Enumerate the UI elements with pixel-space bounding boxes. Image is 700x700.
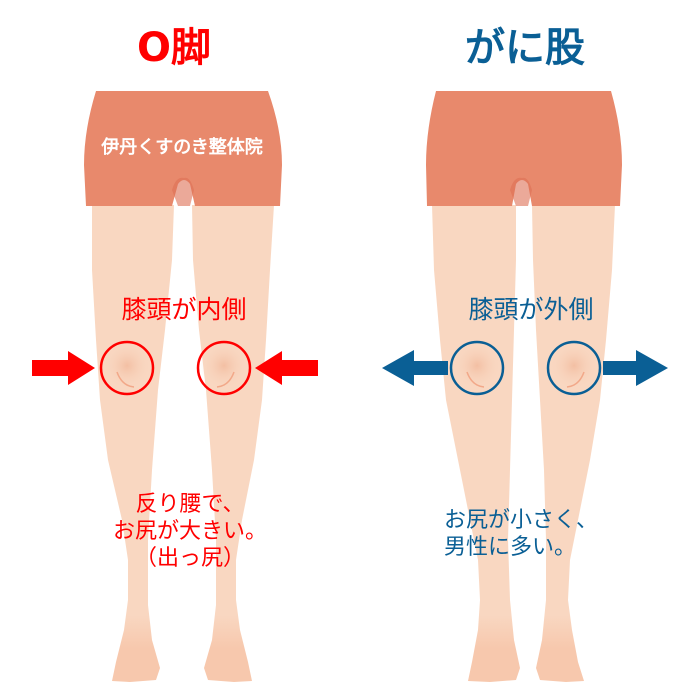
clinic-watermark: 伊丹くすのき整体院 — [101, 137, 263, 158]
left-figure-leg-left — [92, 205, 174, 682]
left-knee-circle-outer-left — [99, 340, 155, 396]
arrow-left-icon — [382, 350, 448, 386]
left-caption-line: （出っ尻） — [134, 545, 245, 571]
arrow-right-icon — [32, 351, 95, 385]
left-caption: 反り腰で、 お尻が大きい。 （出っ尻） — [60, 492, 320, 572]
right-figure-leg-right — [532, 205, 615, 682]
right-knee-label: 膝頭が外側 — [468, 295, 594, 324]
left-caption-line: 反り腰で、 — [135, 492, 245, 517]
right-caption-line: お尻が小さく、 — [444, 508, 599, 533]
arrow-left-icon — [255, 351, 318, 385]
right-knee-circle-left — [449, 340, 505, 396]
right-figure — [426, 91, 622, 682]
right-caption: お尻が小さく、 男性に多い。 — [420, 508, 660, 562]
right-figure-shorts — [426, 91, 622, 206]
left-knee-label: 膝頭が内側 — [121, 295, 247, 324]
right-figure-leg-left — [432, 205, 520, 682]
left-figure-shorts — [84, 91, 282, 206]
left-panel-title: O脚 — [136, 25, 211, 71]
right-knee-circle-right — [546, 340, 602, 396]
left-figure-leg-right — [192, 205, 274, 682]
left-figure — [84, 91, 282, 682]
left-knee-circle-outer-right — [196, 340, 252, 396]
arrow-right-icon — [603, 350, 668, 386]
left-caption-line: お尻が大きい。 — [112, 518, 267, 544]
right-caption-line: 男性に多い。 — [444, 534, 577, 560]
right-panel-title: がに股 — [465, 25, 585, 71]
